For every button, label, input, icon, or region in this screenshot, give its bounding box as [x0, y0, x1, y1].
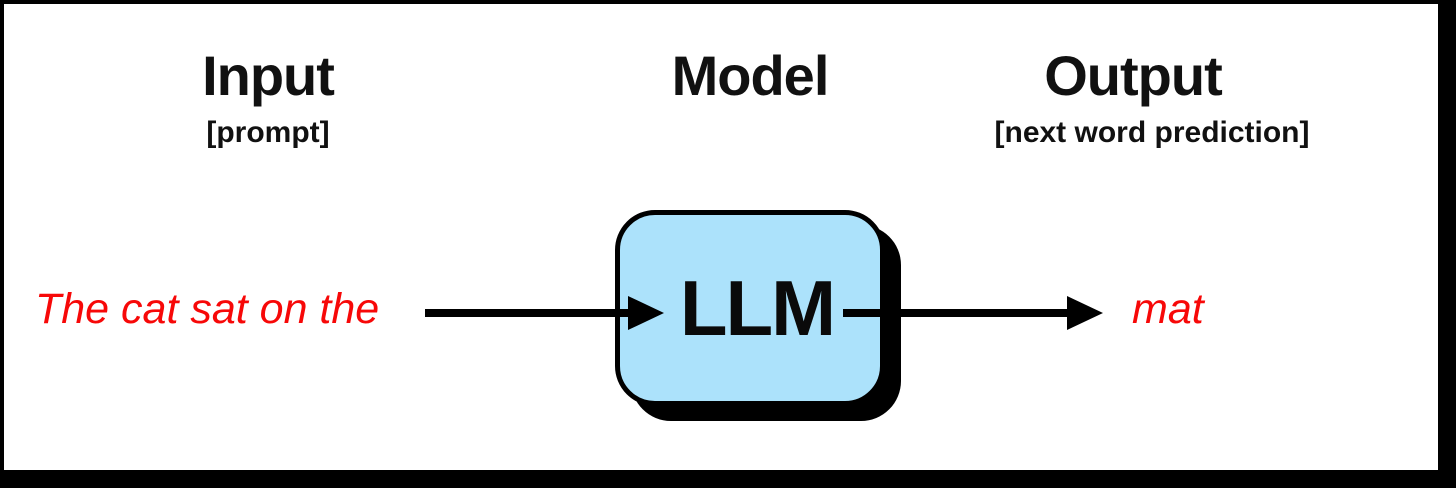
input-arrowhead-icon	[628, 296, 664, 330]
output-heading: Output	[1044, 44, 1222, 107]
output-arrowhead-icon	[1067, 296, 1103, 330]
input-heading: Input	[202, 44, 335, 107]
prediction-text: mat	[1132, 285, 1204, 333]
output-subheading: [next word prediction]	[994, 116, 1310, 149]
model-column-header: Model	[550, 44, 950, 108]
output-column-header: Output [next word prediction]	[933, 44, 1333, 150]
input-arrow-line	[425, 309, 632, 317]
model-heading: Model	[671, 44, 830, 107]
output-arrow-line	[843, 309, 1071, 317]
llm-label: LLM	[679, 263, 836, 352]
input-column-header: Input [prompt]	[68, 44, 468, 150]
prompt-text: The cat sat on the	[35, 285, 380, 333]
input-subheading: [prompt]	[206, 116, 330, 149]
